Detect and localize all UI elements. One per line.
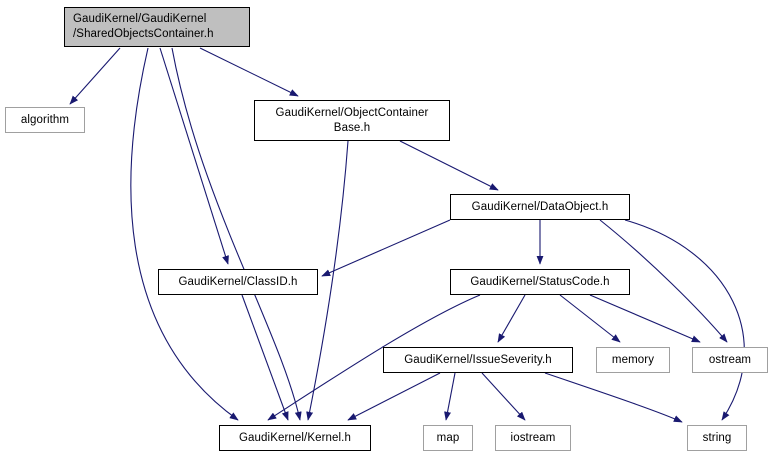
edge-objectcontainerbase-to-dataobject (399, 140, 499, 191)
edge-root-to-objectcontainerbase (199, 47, 299, 97)
graph-node-string[interactable]: string (687, 425, 747, 451)
graph-node-kernel[interactable]: GaudiKernel/Kernel.h (219, 425, 371, 451)
edge-statuscode-to-issueseverity (497, 294, 526, 343)
edge-root-to-kernel (130, 47, 239, 421)
edge-issueseverity-to-map (444, 372, 456, 421)
edge-issueseverity-to-string (544, 372, 683, 423)
graph-node-ostream[interactable]: ostream (692, 347, 768, 373)
graph-node-dataobject[interactable]: GaudiKernel/DataObject.h (450, 194, 630, 220)
graph-node-objectcontainerbase[interactable]: GaudiKernel/ObjectContainer Base.h (254, 100, 450, 141)
graph-node-iostream[interactable]: iostream (495, 425, 571, 451)
edge-statuscode-to-memory (559, 294, 621, 343)
graph-node-issueseverity[interactable]: GaudiKernel/IssueSeverity.h (383, 347, 573, 373)
graph-node-algorithm[interactable]: algorithm (5, 107, 85, 133)
edge-dataobject-to-string (624, 219, 745, 421)
edge-classid-to-kernel (241, 294, 289, 421)
edge-statuscode-to-ostream (589, 294, 701, 343)
edge-dataobject-to-classid (321, 219, 451, 277)
edge-root-to-classid (159, 47, 229, 265)
graph-node-statuscode[interactable]: GaudiKernel/StatusCode.h (450, 269, 630, 295)
graph-node-root[interactable]: GaudiKernel/GaudiKernel /SharedObjectsCo… (64, 7, 250, 47)
edge-root-to-algorithm (69, 47, 121, 105)
graph-node-map[interactable]: map (423, 425, 473, 451)
graph-node-classid[interactable]: GaudiKernel/ClassID.h (158, 269, 318, 295)
graph-node-memory[interactable]: memory (596, 347, 670, 373)
edge-issueseverity-to-iostream (481, 372, 526, 421)
edge-issueseverity-to-kernel (347, 372, 441, 421)
